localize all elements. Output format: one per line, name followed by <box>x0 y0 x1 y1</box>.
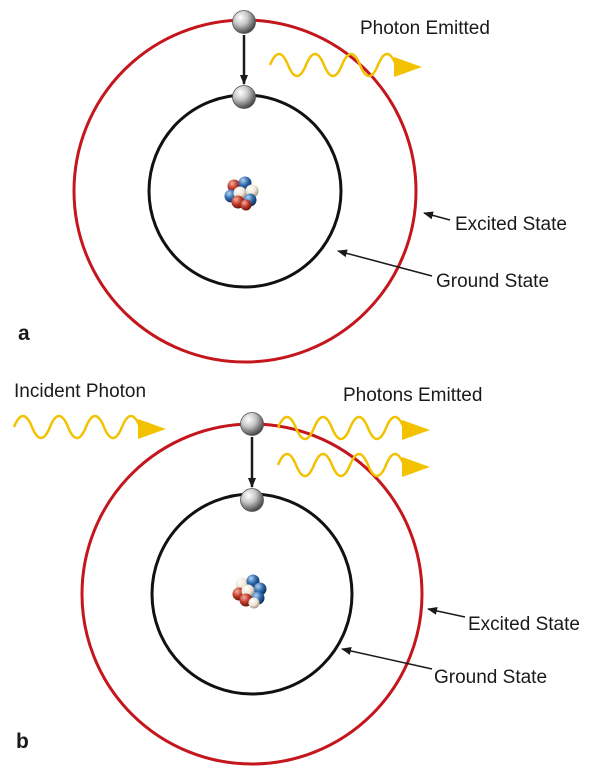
panel-letter-a: a <box>18 322 30 345</box>
excited-state-label-b: Excited State <box>468 614 580 635</box>
emitted-photon-arrowhead-2 <box>402 457 430 477</box>
excited-pointer-b <box>427 606 466 618</box>
electron-ground-a <box>232 85 256 109</box>
photon-wave-a <box>268 52 398 78</box>
incident-photon-label: Incident Photon <box>14 381 146 402</box>
nucleus-a <box>224 176 259 211</box>
photons-emitted-label: Photons Emitted <box>343 385 482 406</box>
panel-b: Incident Photon Photons Emitted Excited … <box>12 381 580 766</box>
excited-state-label-a: Excited State <box>455 214 567 235</box>
ground-state-label-a: Ground State <box>436 271 549 292</box>
ground-state-label-b: Ground State <box>434 667 547 688</box>
electron-excited-b <box>240 412 264 436</box>
ground-pointer-b <box>341 647 433 670</box>
incident-photon-wave <box>12 414 142 440</box>
ground-pointer-a <box>337 249 433 277</box>
emitted-photon-arrowhead-1 <box>402 420 430 440</box>
nucleus-b <box>232 574 267 609</box>
incident-photon-arrowhead <box>138 419 166 439</box>
emitted-photon-wave-1 <box>276 415 406 441</box>
photon-arrowhead-a <box>394 57 422 77</box>
panel-letter-b: b <box>16 730 29 753</box>
panel-a: Photon Emitted Excited State Ground Stat… <box>18 10 567 364</box>
emitted-photon-wave-2 <box>276 452 406 478</box>
electron-ground-b <box>240 488 264 512</box>
photon-emitted-label-a: Photon Emitted <box>360 18 490 39</box>
electron-excited-a <box>232 10 256 34</box>
excited-pointer-a <box>423 211 451 221</box>
